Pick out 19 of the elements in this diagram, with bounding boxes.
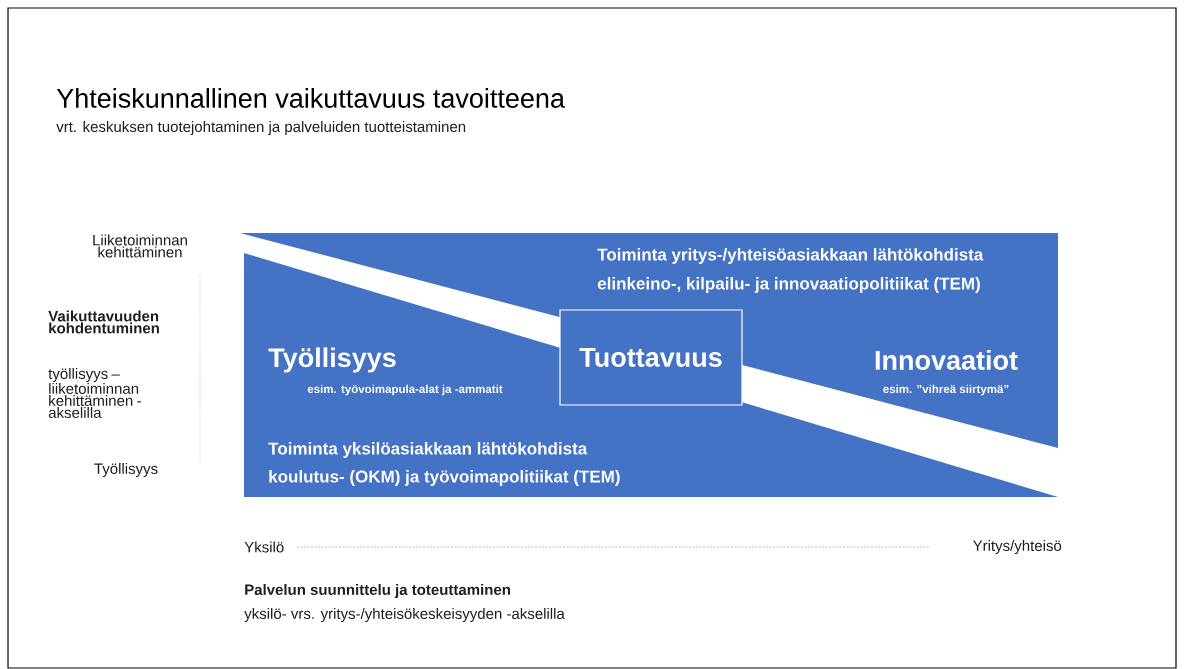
panel-note: esim. työvoimapula-alat ja -ammatit: [307, 384, 503, 396]
panel-note: esim. ”vihreä siirtymä”: [883, 384, 1009, 396]
axis-end-label: Yksilö: [244, 541, 284, 553]
axis-description: työllisyys – liiketoiminnan kehittäminen -akselilla: [48, 368, 141, 418]
axis-description: yksilö- vrs. yritys-/yhteisökeskeisyyden -akselilla: [244, 608, 565, 622]
panel-text: Toiminta yritys-/yhteisöasiakkaan lähtökohdista: [597, 248, 984, 264]
panel-heading: Innovaatiot: [875, 350, 1018, 370]
panel-text: koulutus- (OKM) ja työvoimapolitiikat (TEM): [269, 470, 620, 486]
panel-text: elinkeino-, kilpailu- ja innovaatiopolitiikat (TEM): [597, 277, 980, 293]
panel-text: Toiminta yksilöasiakkaan lähtökohdista: [268, 442, 588, 458]
axis-heading: Palvelun suunnittelu ja toteuttaminen: [245, 584, 510, 598]
center-box: Tuottavuus: [559, 309, 743, 406]
axis-end-label: Liiketoiminnan kehittäminen: [93, 234, 187, 258]
axis-heading: Vaikuttavuuden kohdentuminen: [48, 310, 159, 334]
title: Yhteiskunnallinen vaikuttavuus tavoitteena: [56, 88, 565, 108]
subtitle: vrt. keskuksen tuotejohtaminen ja palveluiden tuotteistaminen: [56, 121, 466, 135]
axis-end-label: Työllisyys: [94, 463, 158, 477]
axis-end-label: Yritys/yhteisö: [972, 540, 1062, 554]
panel-heading: Työllisyys: [268, 347, 396, 373]
